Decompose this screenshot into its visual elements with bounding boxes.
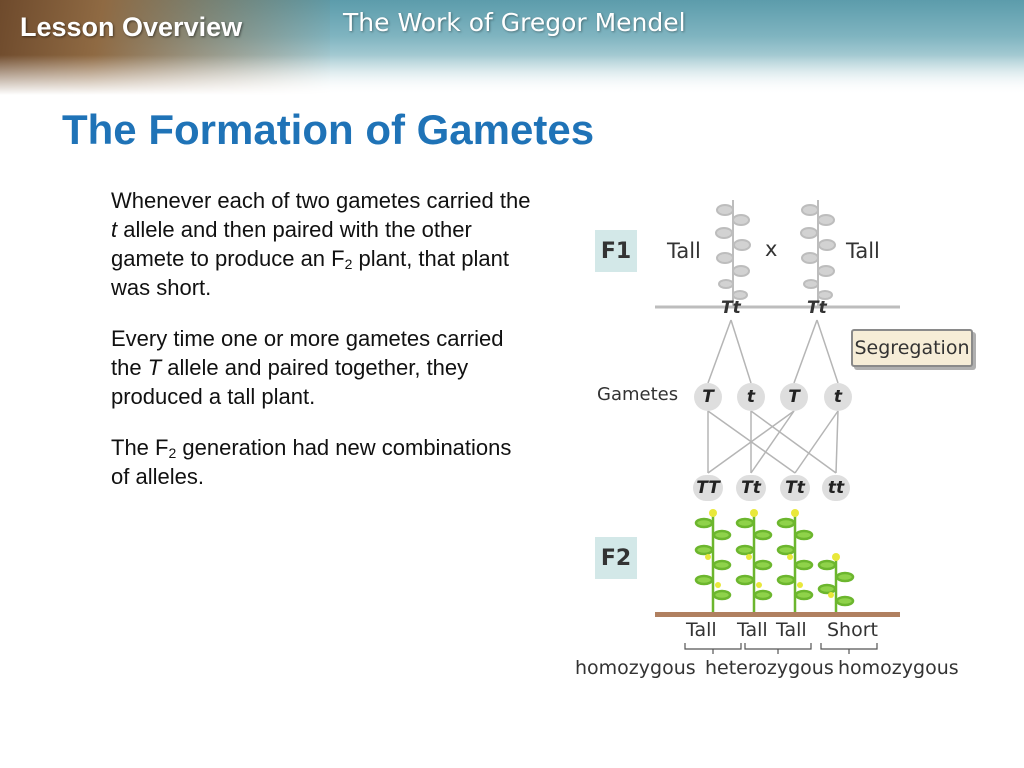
slide-title: The Formation of Gametes [62,106,595,153]
f1-parent-left-phenotype: Tall [667,239,701,263]
allele-italic: T [147,355,162,380]
gamete-allele: t [824,383,852,411]
text-run: allele and paired together, they produce… [111,355,469,409]
f2-genotype: Tt [780,475,810,501]
f2-plant-tt-2 [735,509,773,613]
f1-parent-right-phenotype: Tall [846,239,880,263]
f2-phenotype: Tall [737,619,768,641]
f2-plant-tt-3 [776,509,814,613]
f2-plant-short [817,553,855,613]
segregation-lines [707,319,839,384]
f2-phenotype: Tall [776,619,807,641]
f1-generation-label: F1 [595,230,637,272]
text-run: Every time one or more gametes carried t… [111,326,504,380]
diagram-lines [655,200,900,654]
subscript: 2 [344,256,353,272]
section-label: Lesson Overview [20,12,243,42]
lesson-title: The Work of Gregor Mendel [343,8,686,37]
zygosity-label: heterozygous [705,657,834,679]
text-run: Whenever each of two gametes carried the [111,188,531,213]
f1-genotype-left: Tt [721,298,741,318]
body-text: Whenever each of two gametes carried the… [111,186,531,513]
paragraph-tall-plant: Every time one or more gametes carried t… [111,324,531,411]
f2-genotype: Tt [736,475,766,501]
gametes-label: Gametes [597,384,679,405]
banner-fade [0,55,1024,95]
paragraph-short-plant: Whenever each of two gametes carried the… [111,186,531,302]
cross-symbol: x [765,237,778,261]
f2-label-text: F2 [600,545,632,571]
f2-genotype: tt [822,475,850,501]
header-banner: Lesson Overview The Work of Gregor Mende… [0,0,1024,95]
fertilization-lines [707,410,839,474]
f1-label-text: F1 [600,238,632,264]
soil-line [655,612,900,617]
f1-plant-right [800,200,836,307]
segregation-label: Segregation [851,329,973,367]
f1-genotype-right: Tt [807,298,827,318]
allele-italic: t [111,217,118,242]
text-run: plant, that plant was short. [111,246,509,300]
f2-phenotype: Tall [686,619,717,641]
zygosity-label: homozygous [575,657,696,679]
f1-plant-left [715,200,751,307]
zygosity-label: homozygous [838,657,959,679]
gamete-allele: T [780,383,808,411]
f2-plant-tt-1 [694,509,732,613]
f2-phenotype: Short [827,619,878,641]
gamete-allele: t [737,383,765,411]
zygosity-brackets [684,643,878,654]
f2-genotype: TT [693,475,723,501]
text-run: generation had new combinations of allel… [111,435,512,489]
text-run: allele and then paired with the other ga… [111,217,472,271]
gamete-allele: T [694,383,722,411]
mendel-cross-diagram: F1 Tall x Tall Tt Tt Segregation Gametes… [565,185,973,685]
text-run: The F [111,435,169,460]
f2-generation-label: F2 [595,537,637,579]
paragraph-f2-generation: The F2 generation had new combinations o… [111,433,531,491]
subscript: 2 [168,445,177,461]
